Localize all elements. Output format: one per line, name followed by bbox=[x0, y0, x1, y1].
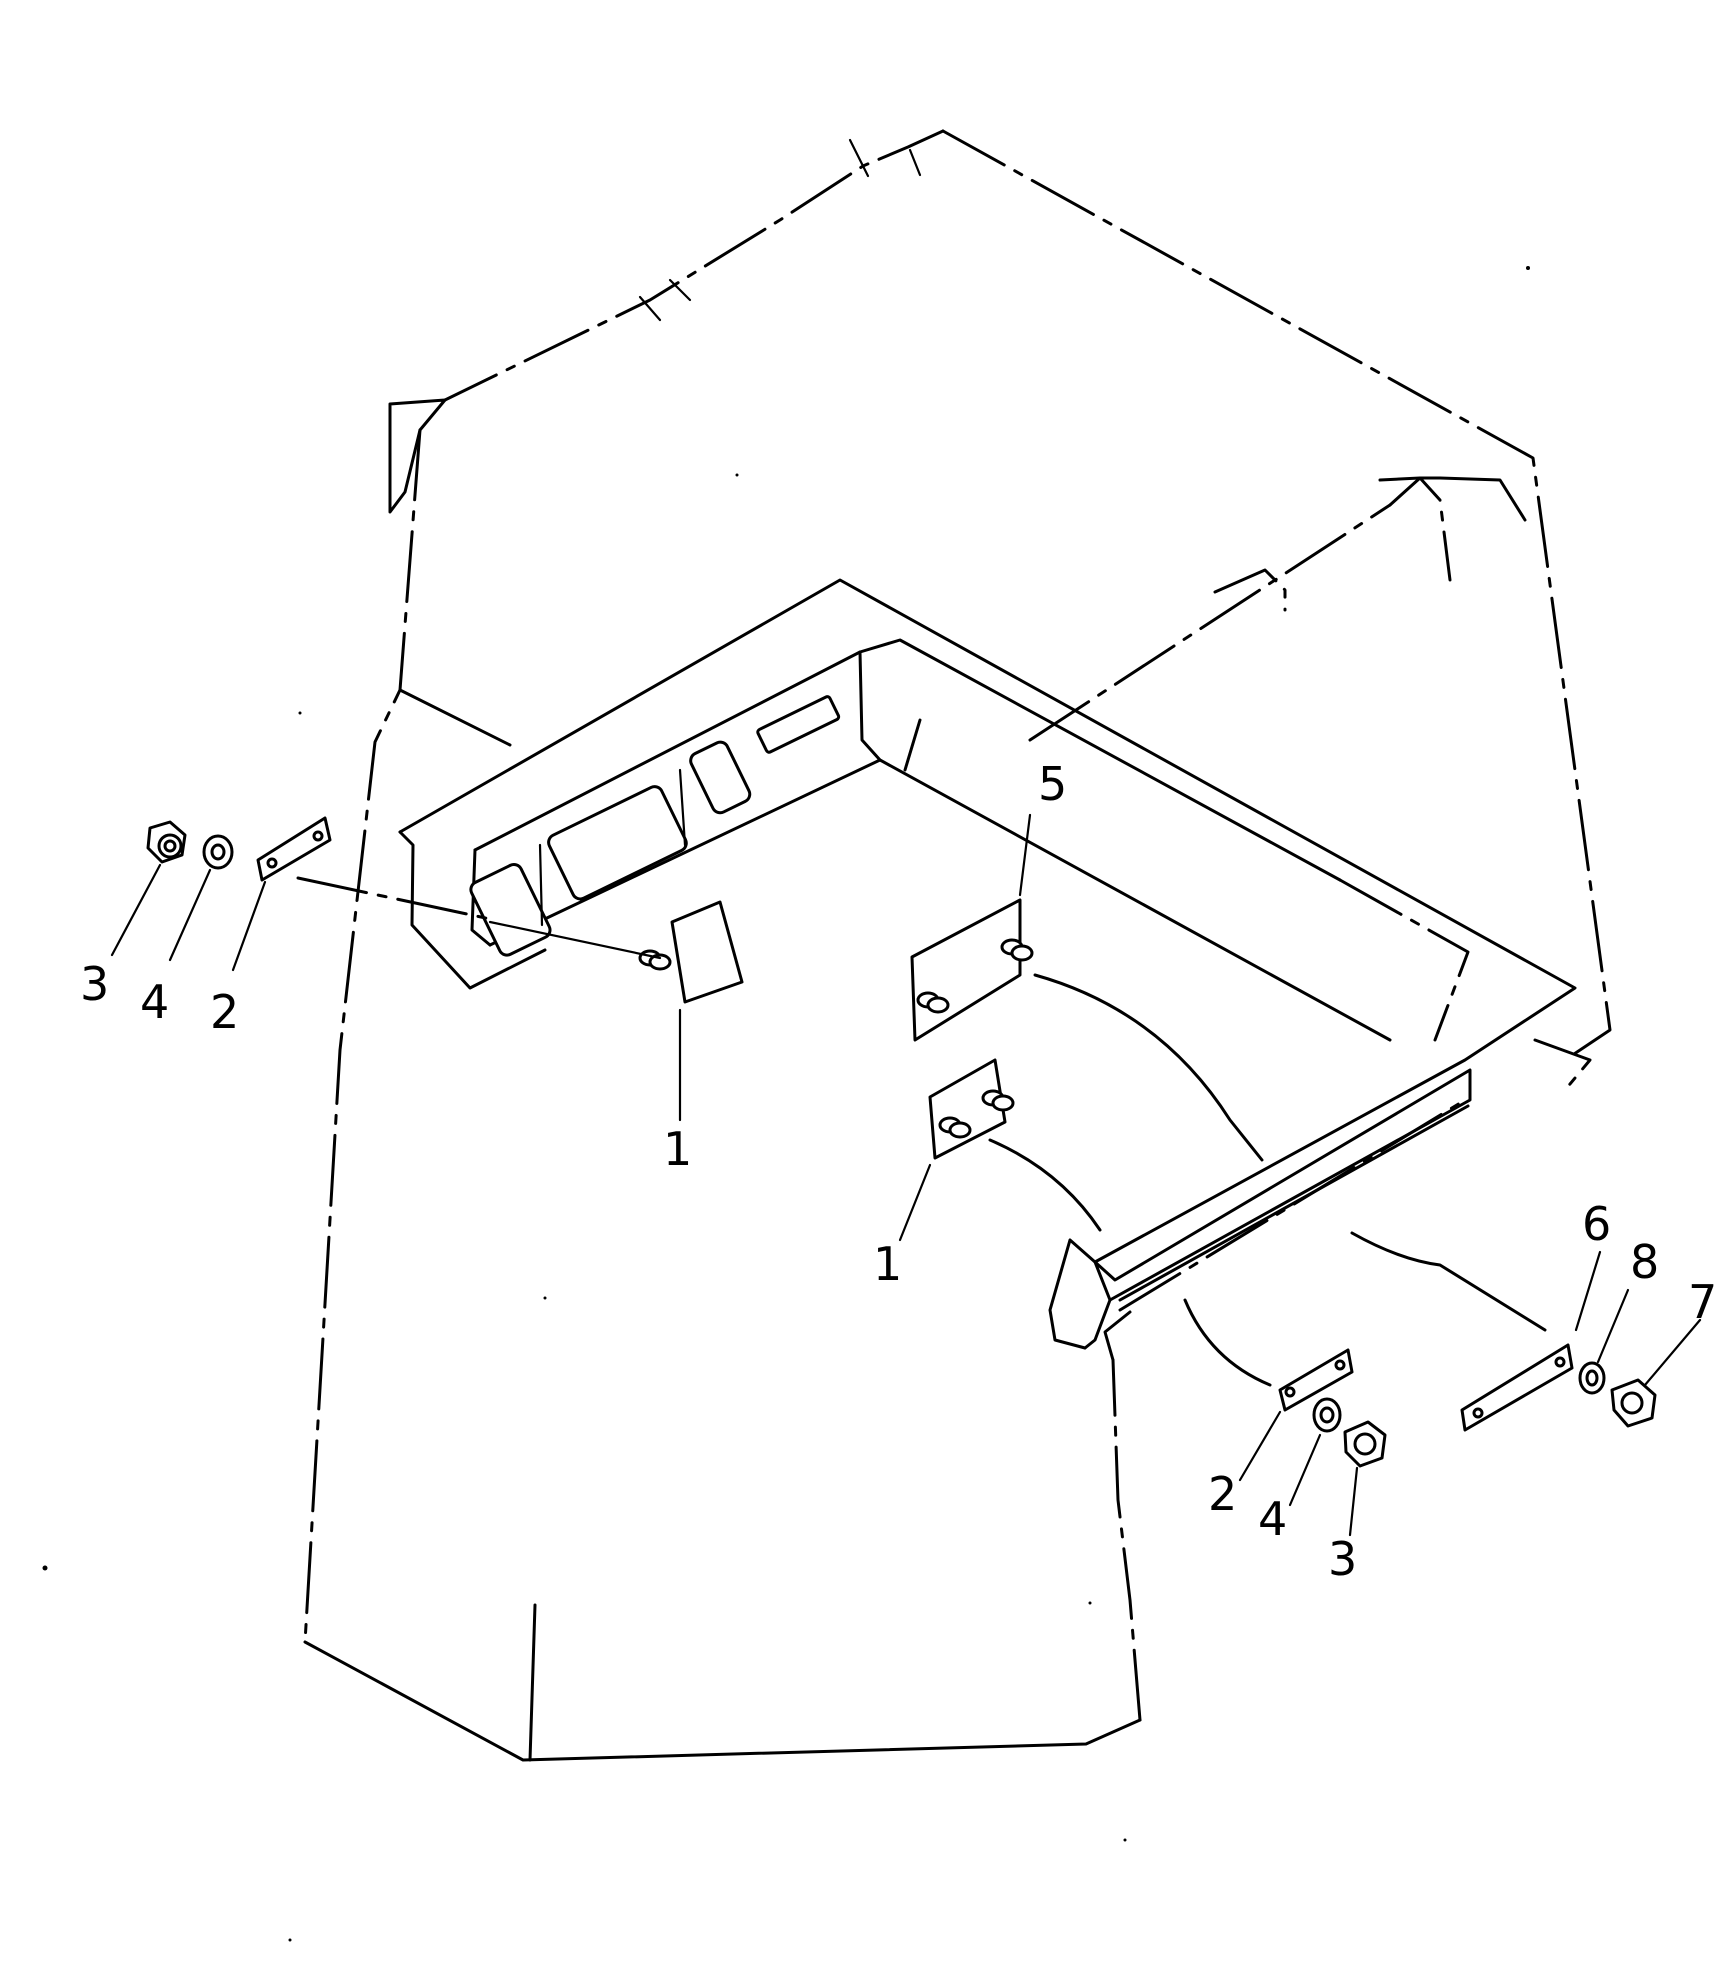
part-5-plate bbox=[910, 898, 1034, 1042]
callout-4-right: 4 bbox=[1258, 1492, 1287, 1546]
callout-3-left: 3 bbox=[80, 957, 109, 1011]
left-fastener-set bbox=[146, 816, 497, 922]
callout-4-left: 4 bbox=[140, 975, 169, 1029]
callout-5: 5 bbox=[1038, 757, 1067, 811]
housing-outline bbox=[303, 129, 1612, 1762]
part-1-plate-left bbox=[488, 900, 744, 1004]
callout-2-left: 2 bbox=[210, 985, 239, 1039]
part-1-plate-right bbox=[928, 1058, 1015, 1160]
right-lower-fastener-set bbox=[1278, 1348, 1387, 1468]
callout-3-right: 3 bbox=[1328, 1532, 1357, 1586]
callout-1-left: 1 bbox=[663, 1122, 692, 1176]
callout-labels: 3 4 2 1 5 1 2 4 3 6 8 7 bbox=[80, 757, 1717, 1586]
scan-specks bbox=[42, 266, 1530, 1942]
callout-1-right: 1 bbox=[873, 1237, 902, 1291]
far-right-fastener-set bbox=[1460, 1343, 1657, 1432]
callout-7: 7 bbox=[1688, 1275, 1717, 1329]
dashboard-frame bbox=[398, 578, 1577, 1387]
callout-8: 8 bbox=[1630, 1235, 1659, 1289]
callout-6: 6 bbox=[1582, 1197, 1611, 1251]
callout-2-right: 2 bbox=[1208, 1467, 1237, 1521]
leader-lines bbox=[110, 813, 1702, 1537]
